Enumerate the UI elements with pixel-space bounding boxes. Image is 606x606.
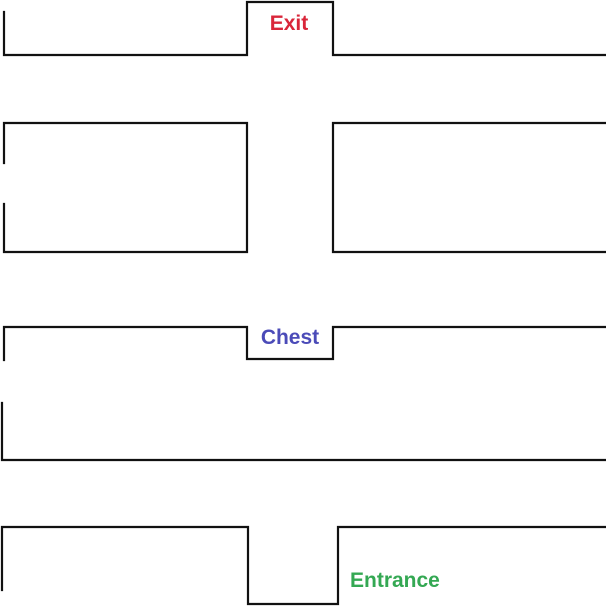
chest-label: Chest bbox=[261, 326, 319, 349]
wall-chest-row bbox=[2, 325, 606, 362]
wall-room-upper-right bbox=[331, 121, 606, 254]
wall-bottom bbox=[0, 525, 606, 606]
entrance-label: Entrance bbox=[350, 569, 440, 592]
wall-lower-corridor bbox=[0, 401, 606, 462]
wall-room-upper-left bbox=[2, 121, 249, 254]
wall-top bbox=[2, 0, 606, 57]
exit-label: Exit bbox=[270, 12, 309, 35]
